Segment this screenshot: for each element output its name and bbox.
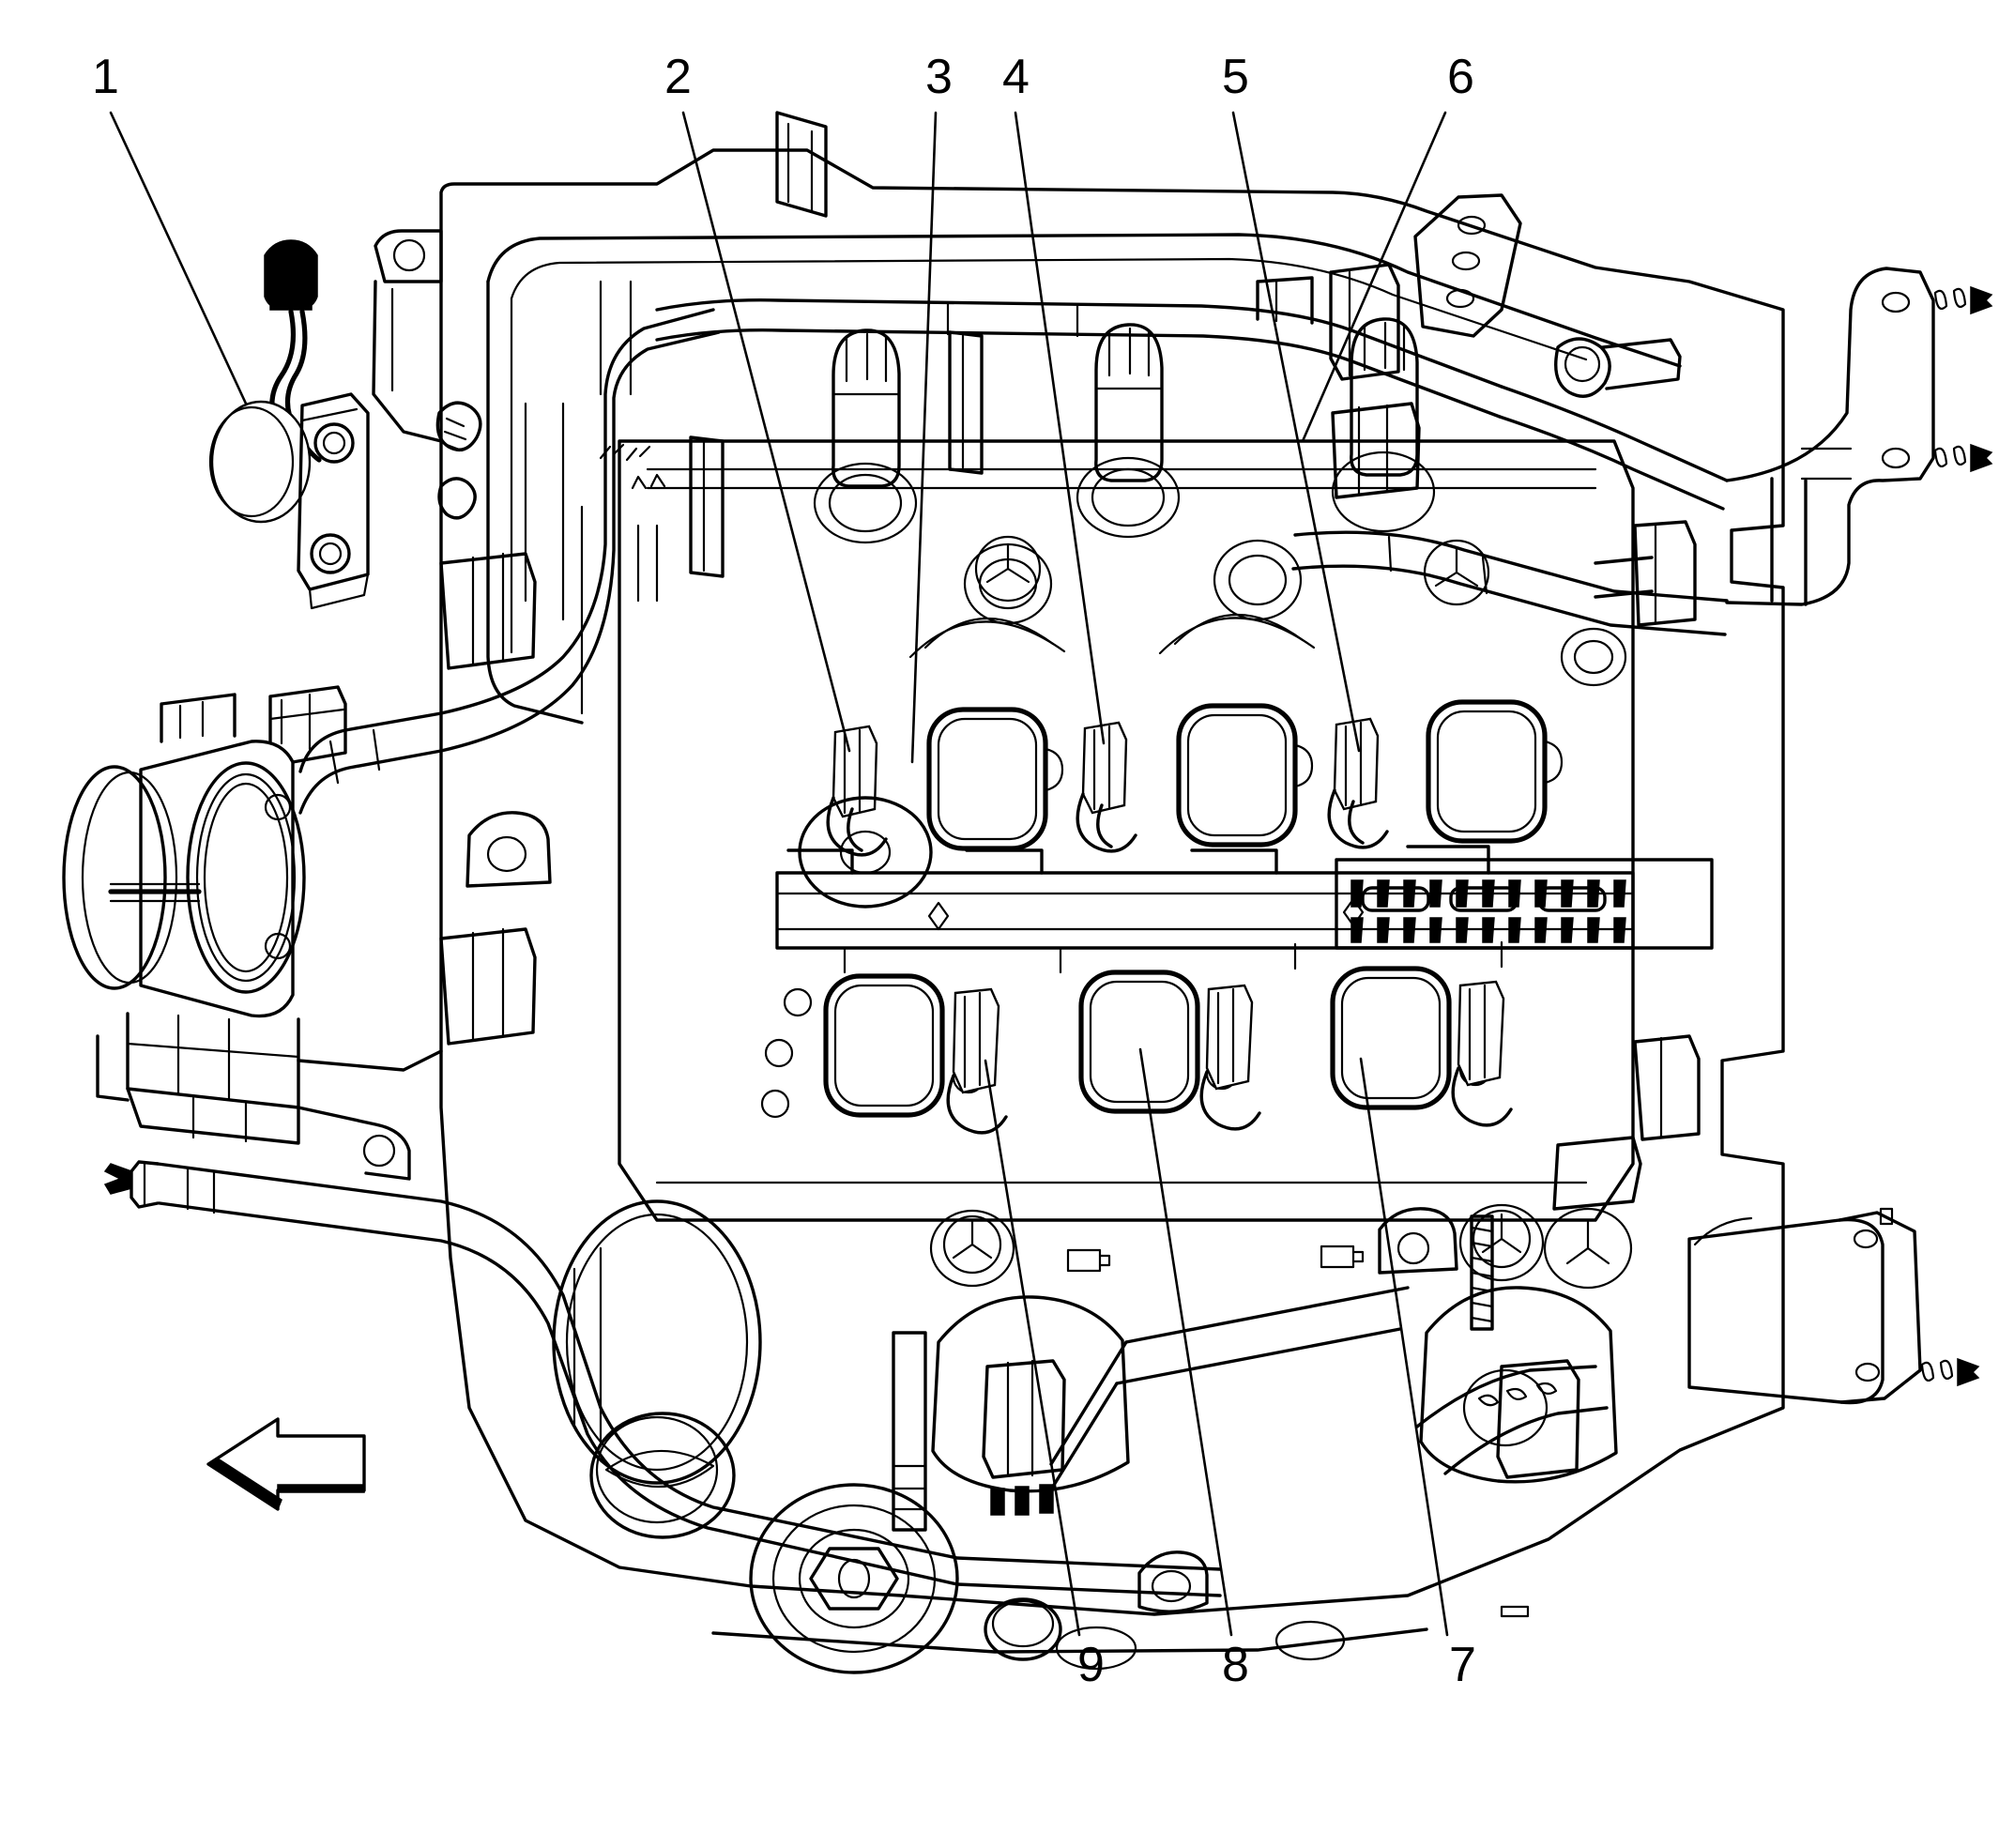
leader-line-1 <box>109 111 248 405</box>
callout-label-4: 4 <box>1002 50 1030 104</box>
leader-line-9 <box>984 1059 1081 1637</box>
callout-label-1: 1 <box>92 50 119 104</box>
callout-label-7: 7 <box>1449 1638 1476 1692</box>
injector-connector-upper-right <box>1327 717 1389 849</box>
crankshaft-pulley-assembly <box>552 1199 1062 1674</box>
injector-connector-upper-center <box>1076 721 1137 853</box>
leader-line-8 <box>1138 1047 1233 1637</box>
callout-label-2: 2 <box>664 50 692 104</box>
leader-line-4 <box>1014 111 1106 745</box>
exhaust-manifold-upper <box>1725 267 1993 606</box>
finned-connector-block <box>1335 858 1714 950</box>
leader-line-2 <box>681 111 851 753</box>
leader-line-5 <box>1231 111 1361 753</box>
intake-port-row-upper <box>926 699 1564 851</box>
callout-label-8: 8 <box>1222 1638 1249 1692</box>
leader-line-7 <box>1359 1057 1449 1637</box>
exhaust-manifold-lower <box>1687 1207 1980 1405</box>
callout-label-9: 9 <box>1077 1638 1105 1692</box>
leader-line-3 <box>910 111 938 764</box>
bracket-sensor-6 <box>1329 193 1682 499</box>
front-of-vehicle-arrow <box>206 1417 366 1511</box>
engine-assembly-drawing <box>62 111 1993 1674</box>
throttle-body <box>62 685 347 1145</box>
callout-label-6: 6 <box>1447 50 1474 104</box>
lower-right-hose <box>1415 1365 1609 1475</box>
callout-leader-lines <box>109 111 1449 1637</box>
callout-label-5: 5 <box>1222 50 1249 104</box>
leader-line-6 <box>1301 111 1447 443</box>
callout-label-3: 3 <box>925 50 953 104</box>
injector-connector-lower-center <box>1199 984 1261 1131</box>
ignition-coil-row-upper <box>813 317 1436 544</box>
lower-sensor-row <box>892 1207 1633 1532</box>
sensor-assembly-1 <box>208 239 370 610</box>
injector-connector-upper-left <box>826 725 888 857</box>
injector-connector-lower-right <box>1451 980 1513 1127</box>
intake-port-row-lower <box>823 966 1452 1118</box>
